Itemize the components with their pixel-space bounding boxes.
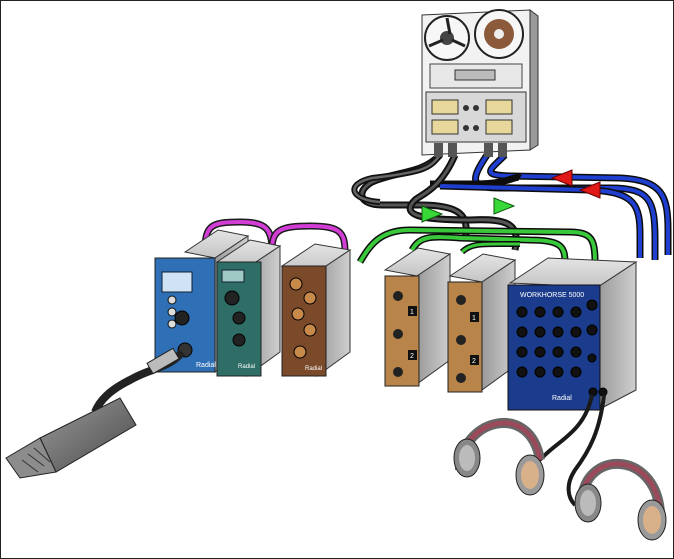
brand-label: Radial bbox=[305, 366, 322, 372]
workhorse-rack: WORKHORSE 5000 Radial bbox=[507, 257, 638, 411]
channel-label: 1 bbox=[472, 315, 476, 322]
mic-cable bbox=[91, 347, 186, 414]
channel-label: 1 bbox=[410, 309, 414, 316]
brand-label: Radial bbox=[196, 362, 216, 369]
workhorse-label: WORKHORSE 5000 bbox=[520, 292, 584, 299]
tape-machine-icon bbox=[421, 9, 539, 157]
insert-module-tan-1: 1 2 bbox=[383, 247, 452, 387]
send-cables bbox=[356, 226, 599, 264]
channel-label: 2 bbox=[472, 358, 476, 365]
headphones-icon bbox=[574, 459, 667, 541]
brand-label: Radial bbox=[238, 364, 255, 370]
headphones-icon bbox=[453, 418, 545, 496]
patch-cables bbox=[201, 218, 349, 253]
channel-label: 2 bbox=[410, 353, 414, 360]
insert-module-tan-2: 1 2 bbox=[447, 253, 517, 393]
preamp-module-teal: Radial bbox=[215, 239, 282, 377]
tape-cables bbox=[351, 152, 520, 251]
microphone-icon bbox=[5, 397, 137, 479]
arrow-icon bbox=[421, 169, 601, 223]
eq-module-brown: Radial bbox=[280, 243, 352, 377]
brand-label: Radial bbox=[552, 395, 572, 402]
